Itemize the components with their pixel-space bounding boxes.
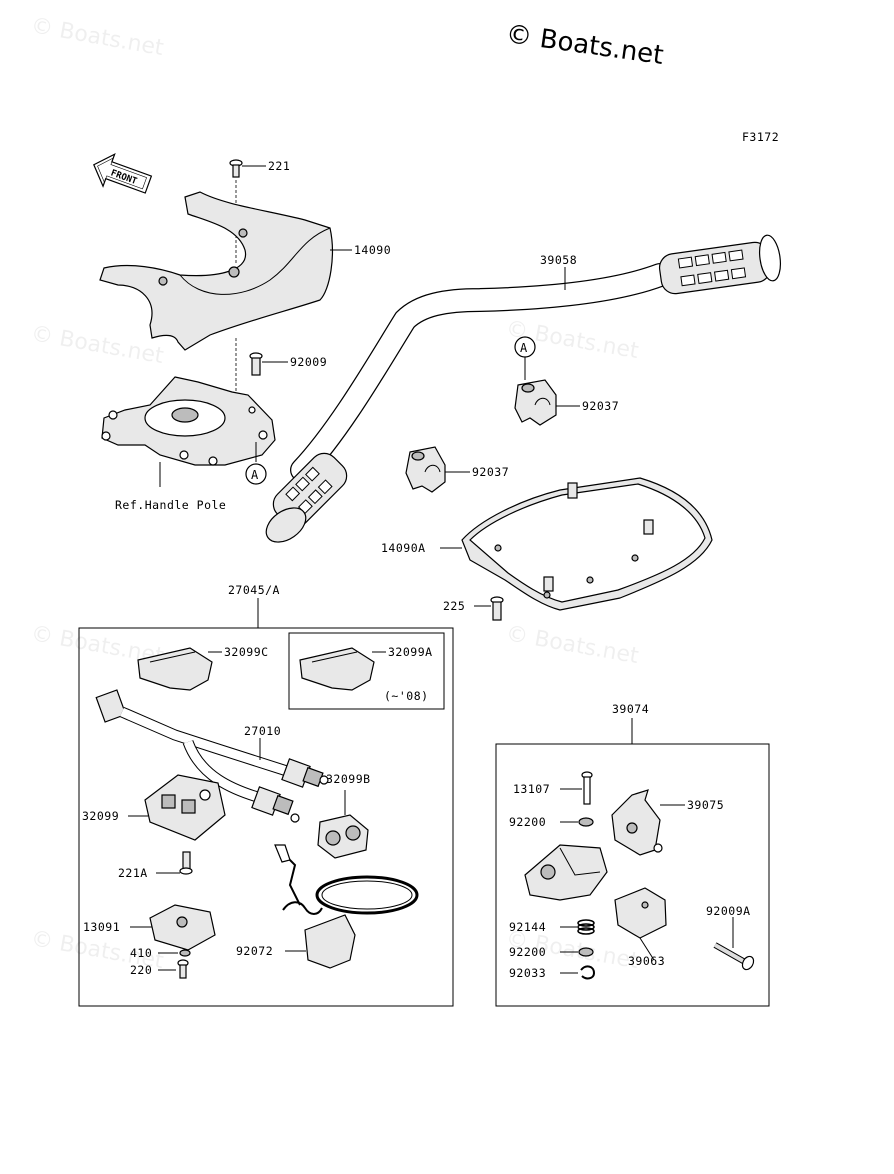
- part-27010-harness: [95, 689, 329, 823]
- label-220: 220: [130, 963, 152, 977]
- part-32099B-clip: [317, 814, 369, 859]
- figure-code: F3172: [742, 130, 779, 144]
- label-32099B: 32099B: [326, 772, 371, 786]
- handle-pole-plate: [101, 376, 276, 466]
- faint-watermark: © Boats.net: [504, 621, 641, 669]
- label-14090: 14090: [354, 243, 391, 257]
- part-39075-lever: [611, 789, 663, 856]
- label-92144: 92144: [509, 920, 546, 934]
- faint-watermark: © Boats.net: [29, 321, 166, 369]
- part-32099C-cover: [137, 647, 213, 691]
- label-27010: 27010: [244, 724, 281, 738]
- label-92033: 92033: [509, 966, 546, 980]
- label-39058: 39058: [540, 253, 577, 267]
- label-92200-upper: 92200: [509, 815, 546, 829]
- callout-a-marker: [245, 463, 267, 485]
- part-32099A-cover: [299, 647, 375, 691]
- label-14090A: 14090A: [381, 541, 426, 555]
- part-92144-spring: [577, 919, 595, 935]
- part-14090A-cover: [461, 477, 713, 611]
- label-32099A: 32099A: [388, 645, 433, 659]
- label-27045A: 27045/A: [228, 583, 280, 597]
- label-92037-upper: 92037: [582, 399, 619, 413]
- part-13091-holder: [149, 904, 216, 951]
- part-220-screw: [177, 959, 189, 979]
- part-39063-cover: [614, 887, 667, 939]
- part-13107-pin: [581, 771, 593, 805]
- callout-a-letter: A: [251, 468, 259, 482]
- label-221: 221: [268, 159, 290, 173]
- label-32099C: 32099C: [224, 645, 269, 659]
- throttle-lever-body: [524, 844, 608, 901]
- part-92200-washer-lower: [578, 947, 594, 957]
- label-92200-lower: 92200: [509, 945, 546, 959]
- part-92009A-screw: [713, 942, 755, 971]
- part-92037-clamp-lower: [405, 446, 446, 493]
- part-92009-bolt: [249, 352, 263, 376]
- part-92033-clip: [580, 965, 596, 980]
- part-32099-switch-housing: [144, 774, 226, 841]
- part-221-screw: [229, 159, 243, 178]
- label-92009: 92009: [290, 355, 327, 369]
- boats-net-watermark: © Boats.net: [504, 19, 665, 71]
- label-92072: 92072: [236, 944, 273, 958]
- part-225-bolt: [490, 596, 504, 621]
- part-221A-screw: [179, 851, 193, 875]
- label-39063: 39063: [628, 954, 665, 968]
- part-92072-lanyard: [274, 844, 419, 969]
- part-92200-washer-upper: [578, 817, 594, 827]
- part-92037-clamp-upper: [514, 379, 557, 426]
- switch-kit-group-box: [78, 627, 454, 1007]
- front-arrow-icon: FRONT: [93, 153, 153, 194]
- label-39075: 39075: [687, 798, 724, 812]
- lever-kit-group-box: [495, 743, 770, 1007]
- part-39058-handlebar: [265, 234, 782, 543]
- label-92009A: 92009A: [706, 904, 751, 918]
- callout-a-letter: A: [520, 341, 528, 355]
- label-221A: 221A: [118, 866, 148, 880]
- label-32099: 32099: [82, 809, 119, 823]
- faint-watermark: © Boats.net: [29, 13, 166, 61]
- ref-handle-pole-label: Ref.Handle Pole: [115, 498, 226, 512]
- label-410: 410: [130, 946, 152, 960]
- part-14090-cover: [99, 191, 333, 351]
- label-225: 225: [443, 599, 465, 613]
- label-92037-lower: 92037: [472, 465, 509, 479]
- label-13091: 13091: [83, 920, 120, 934]
- label-13107: 13107: [513, 782, 550, 796]
- part-410-washer: [179, 949, 191, 957]
- label-39074: 39074: [612, 702, 649, 716]
- year-note: (~'08): [384, 689, 429, 703]
- variant-inset-box: [288, 632, 445, 710]
